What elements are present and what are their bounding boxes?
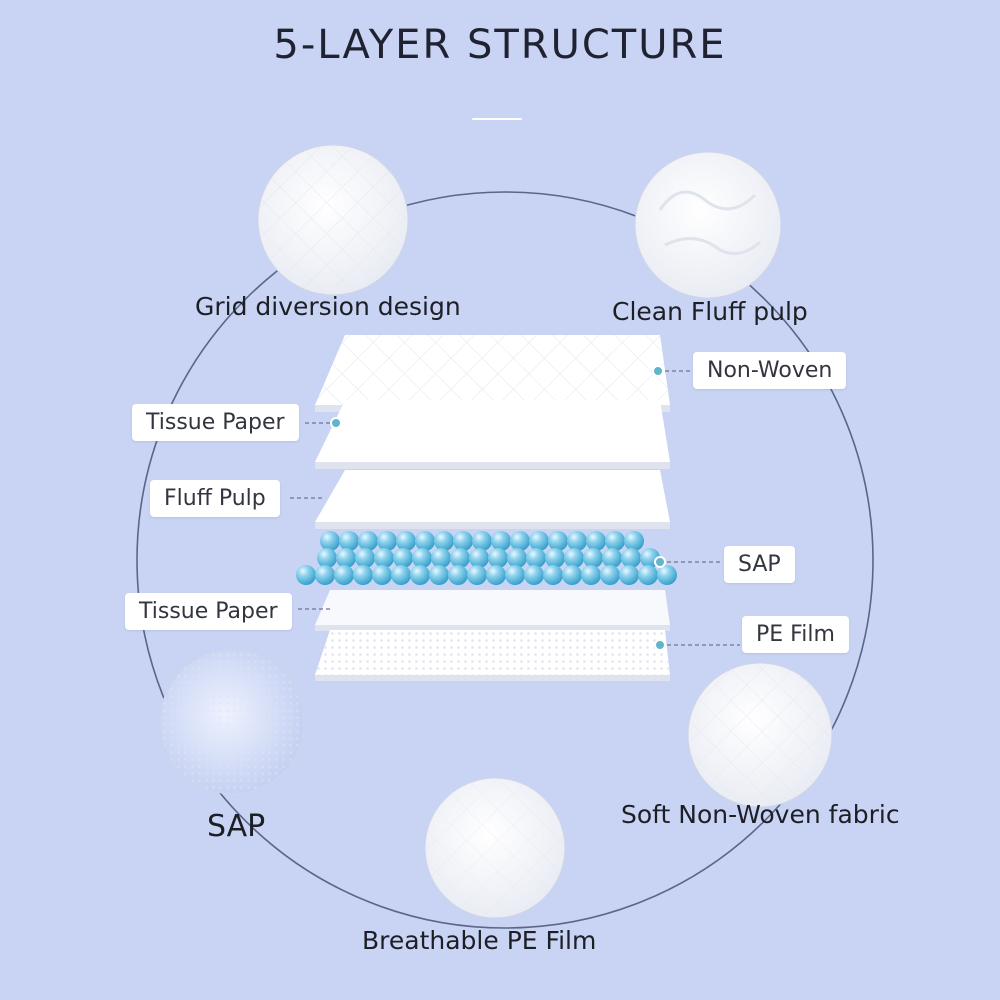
sap-bead: [431, 548, 451, 568]
sap-bead: [526, 548, 546, 568]
soft-nonwoven-texture-circle: [687, 662, 833, 808]
sap-bead: [469, 548, 489, 568]
sap-bead: [621, 548, 641, 568]
sap-bead: [296, 565, 316, 585]
sap-bead: [488, 548, 508, 568]
sap-bead: [372, 565, 392, 585]
feature-breathable-film: Breathable PE Film: [362, 926, 597, 955]
layer-tissue-bottom: [315, 590, 670, 631]
sap-bead: [581, 565, 601, 585]
sap-bead: [393, 548, 413, 568]
sap-bead: [586, 531, 606, 551]
tag-tissue-paper-bottom: Tissue Paper: [125, 593, 292, 630]
sap-bead: [657, 565, 677, 585]
tag-pe-film: PE Film: [742, 616, 849, 653]
layer-fluff-pulp: [315, 470, 670, 529]
sap-bead: [529, 531, 549, 551]
fluff-texture-circle: [634, 151, 782, 299]
leader-dots: [330, 365, 666, 651]
sap-bead: [353, 565, 373, 585]
sap-texture-circle: [159, 649, 305, 795]
layer-tissue-top: [315, 400, 670, 469]
tag-tissue-paper-top: Tissue Paper: [132, 404, 299, 441]
grid-texture-circle: [257, 144, 409, 296]
sap-bead: [567, 531, 587, 551]
sap-bead: [486, 565, 506, 585]
sap-bead: [429, 565, 449, 585]
sap-bead: [317, 548, 337, 568]
sap-bead: [564, 548, 584, 568]
sap-bead: [638, 565, 658, 585]
sap-bead: [358, 531, 378, 551]
sap-bead: [545, 548, 565, 568]
sap-bead: [505, 565, 525, 585]
sap-bead: [602, 548, 622, 568]
sap-bead: [450, 548, 470, 568]
sap-bead: [619, 565, 639, 585]
feature-sap: SAP: [207, 809, 266, 844]
sap-bead: [548, 531, 568, 551]
sap-bead: [315, 565, 335, 585]
sap-bead: [334, 565, 354, 585]
sap-bead: [491, 531, 511, 551]
sap-bead: [410, 565, 430, 585]
sap-bead: [320, 531, 340, 551]
feature-soft-nonwoven: Soft Non-Woven fabric: [621, 800, 900, 829]
tag-sap: SAP: [724, 546, 795, 583]
sap-bead: [467, 565, 487, 585]
sap-bead: [434, 531, 454, 551]
tag-non-woven: Non-Woven: [693, 352, 847, 389]
sap-bead: [412, 548, 432, 568]
sap-bead: [391, 565, 411, 585]
layer-pe-film: [315, 630, 670, 681]
sap-bead: [472, 531, 492, 551]
sap-bead: [524, 565, 544, 585]
sap-bead: [605, 531, 625, 551]
sap-bead: [448, 565, 468, 585]
sap-bead: [355, 548, 375, 568]
sap-bead: [600, 565, 620, 585]
sap-bead: [396, 531, 416, 551]
page-title: 5-LAYER STRUCTURE: [273, 22, 727, 68]
sap-bead: [336, 548, 356, 568]
outer-ring: [136, 191, 874, 929]
layer-sap-beads: [296, 531, 677, 585]
feature-grid-diversion: Grid diversion design: [195, 292, 461, 321]
sap-bead: [624, 531, 644, 551]
sap-bead: [377, 531, 397, 551]
sap-bead: [374, 548, 394, 568]
sap-bead: [453, 531, 473, 551]
breathable-film-texture-circle: [424, 777, 566, 919]
sap-bead: [339, 531, 359, 551]
sap-bead: [510, 531, 530, 551]
sap-bead: [507, 548, 527, 568]
layer-non-woven: [315, 335, 670, 412]
sap-bead: [583, 548, 603, 568]
sap-bead: [415, 531, 435, 551]
title-underline: [472, 118, 522, 120]
tag-fluff-pulp: Fluff Pulp: [150, 480, 280, 517]
sap-bead: [543, 565, 563, 585]
sap-bead: [562, 565, 582, 585]
feature-clean-fluff: Clean Fluff pulp: [612, 297, 808, 326]
